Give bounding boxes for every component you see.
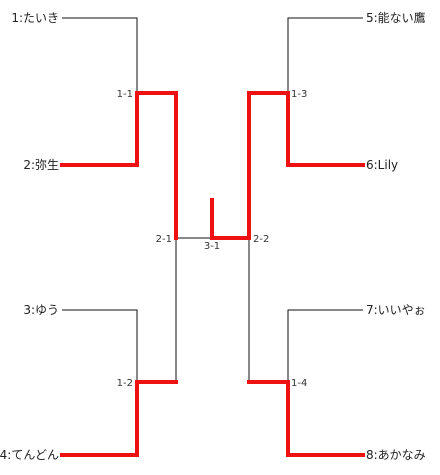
player-label-6: 6:Lily (366, 158, 398, 172)
player-label-3: 3:ゆう (23, 303, 59, 317)
match-label-3-1: 3-1 (204, 241, 220, 252)
winner-path-final (210, 198, 251, 240)
match-label-1-1: 1-1 (117, 89, 133, 100)
match-label-1-4: 1-4 (291, 378, 307, 389)
match-labels: 1-1 1-2 1-3 1-4 2-1 2-2 3-1 (117, 89, 308, 389)
match-label-1-2: 1-2 (117, 378, 133, 389)
line-p1 (62, 17, 138, 93)
line-p3 (62, 309, 138, 382)
player-label-8: 8:あかなみ (366, 448, 426, 462)
match-label-1-3: 1-3 (291, 89, 307, 100)
winner-path-p4 (60, 380, 178, 457)
match-label-2-2: 2-2 (253, 234, 269, 245)
player-label-4: 4:てんどん (0, 448, 59, 462)
line-p5 (287, 17, 363, 93)
winner-path-p2 (60, 91, 178, 240)
winner-lines (60, 91, 365, 457)
player-label-7: 7:いいやぉ (366, 303, 426, 317)
player-label-2: 2:弥生 (23, 157, 59, 172)
player-label-1: 1:たいき (11, 11, 59, 25)
match-label-2-1: 2-1 (156, 234, 172, 245)
player-label-5: 5:能ない鷹 (366, 10, 426, 25)
winner-path-p8 (247, 380, 365, 457)
winner-path-p6 (247, 91, 365, 240)
player-labels: 1:たいき 2:弥生 3:ゆう 4:てんどん 5:能ない鷹 6:Lily 7:い… (0, 10, 426, 462)
line-p7 (287, 309, 363, 382)
